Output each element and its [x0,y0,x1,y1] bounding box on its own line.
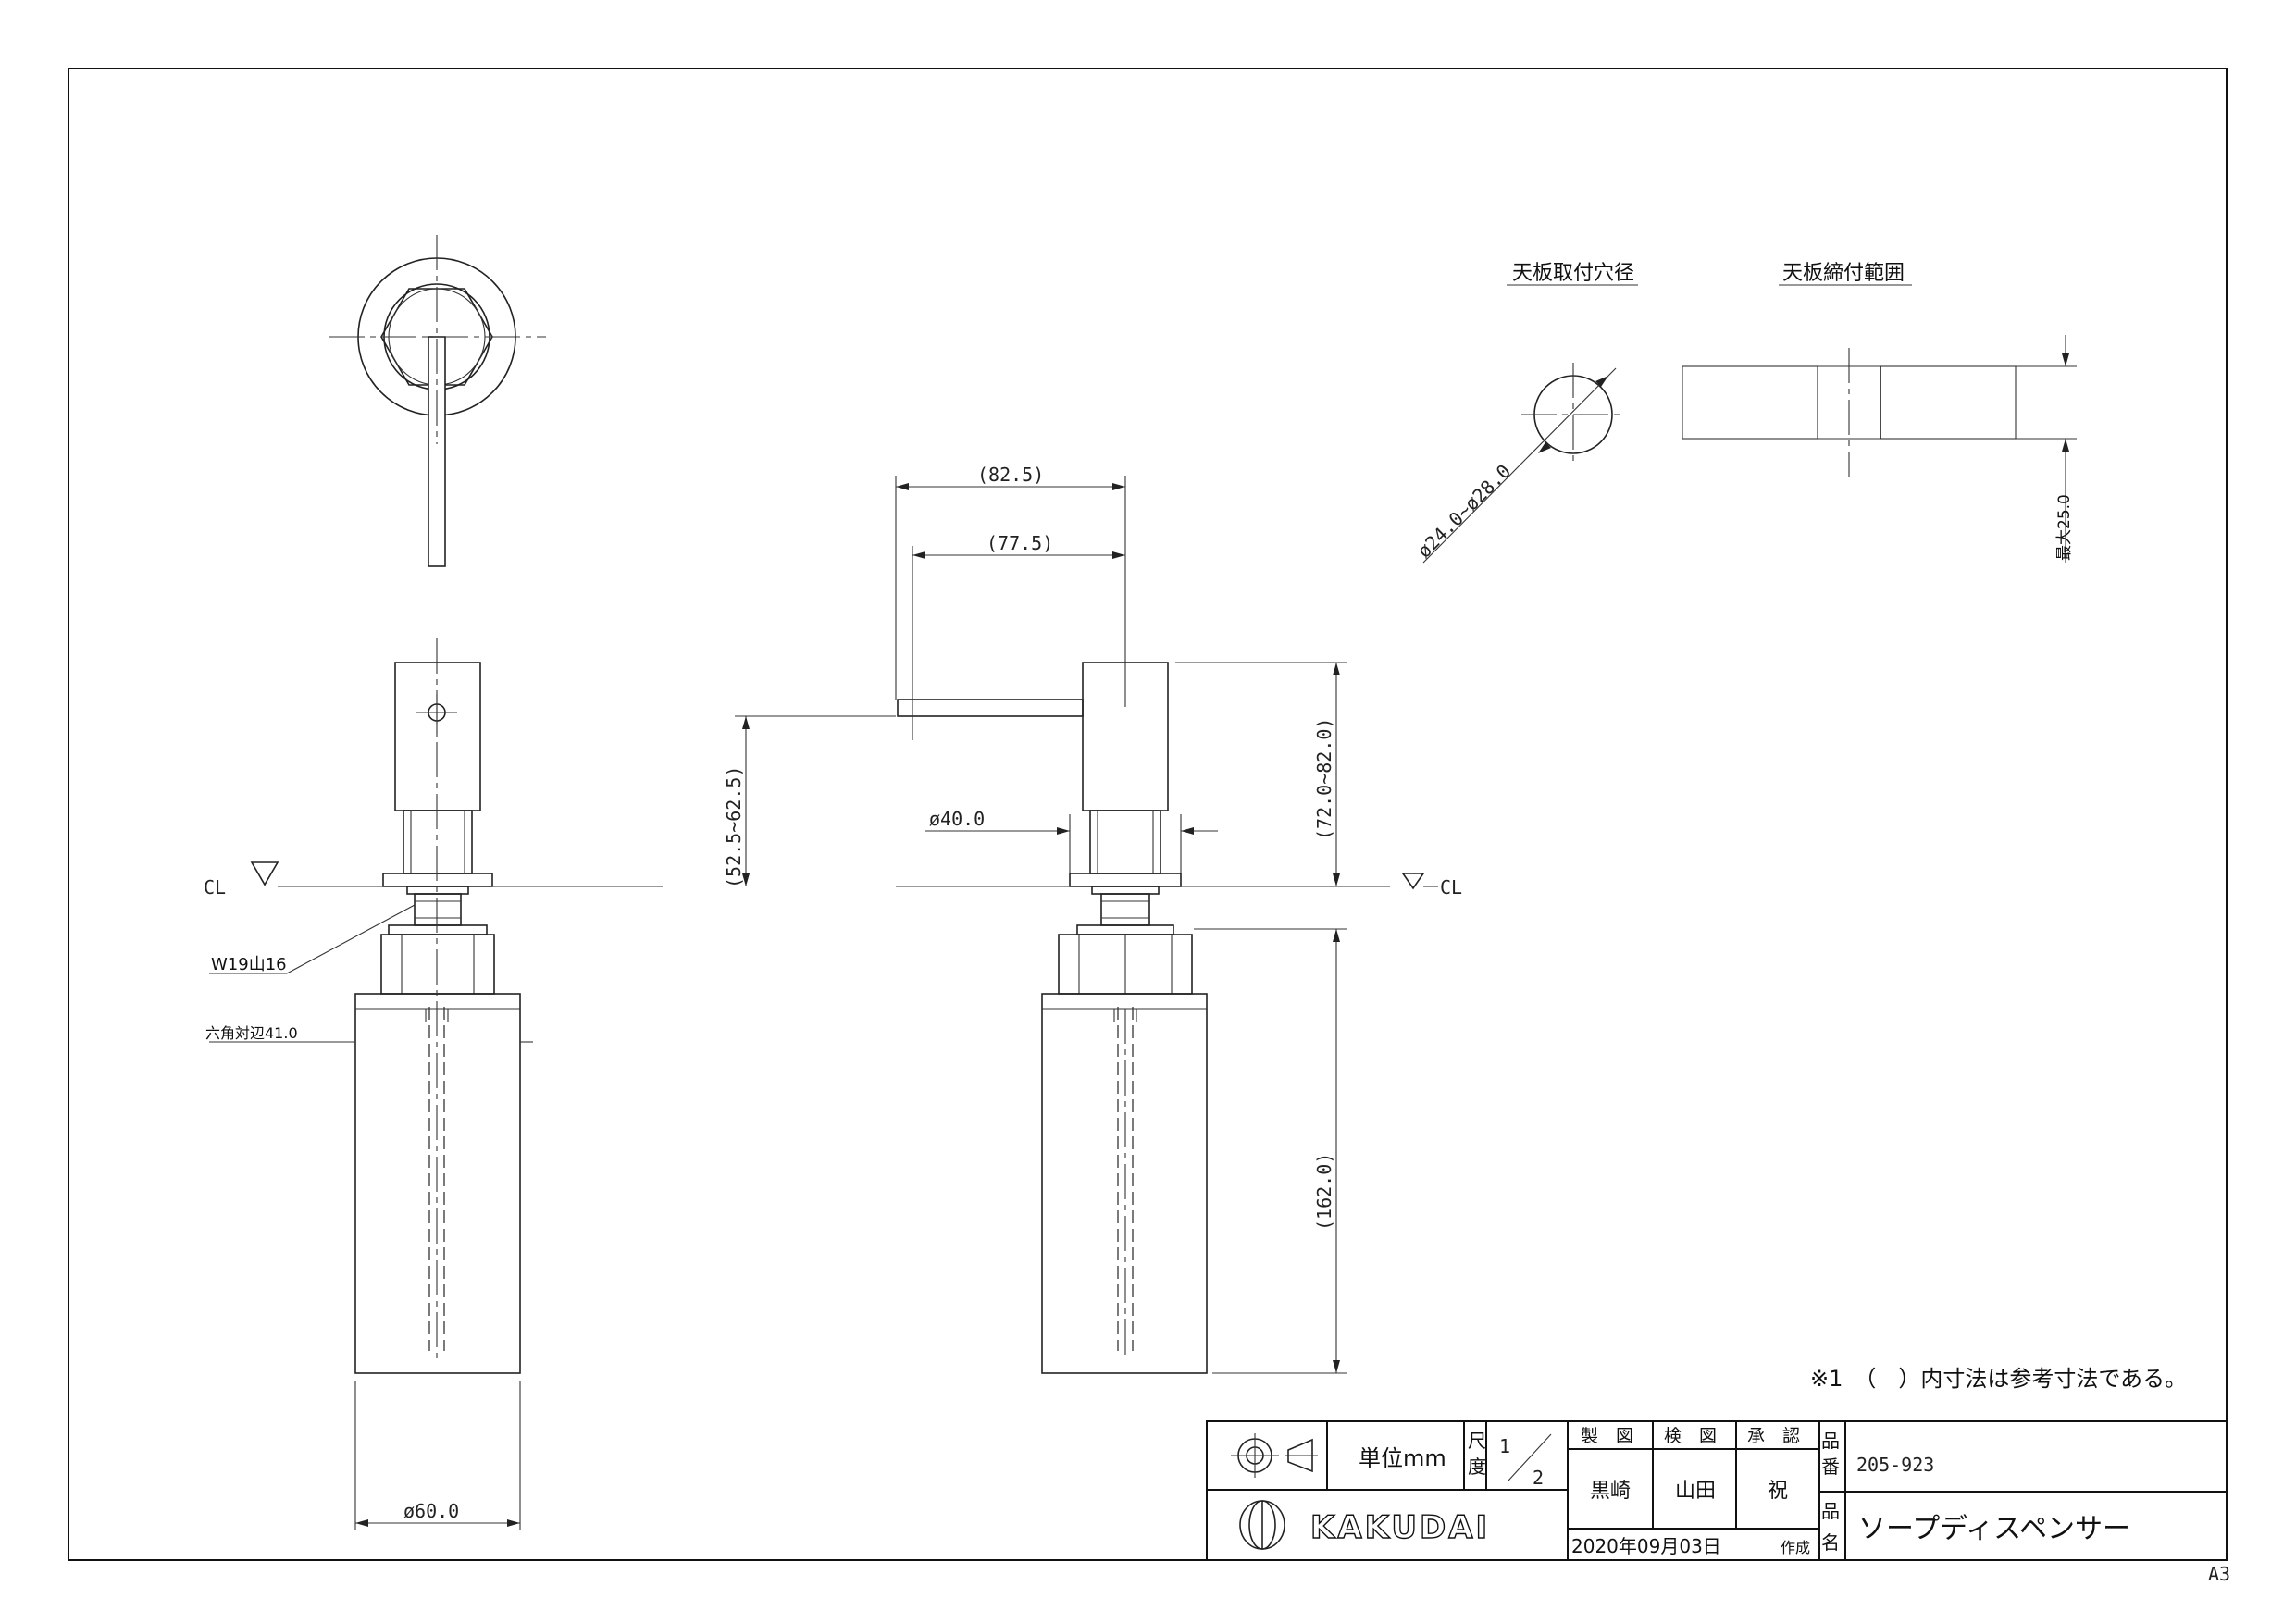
hole-diameter-dim: ø24.0~ø28.0 [1413,460,1516,563]
approved-header: 承 認 [1747,1426,1800,1446]
part-number-label-2: 番 [1821,1456,1840,1478]
scale-label-2: 度 [1468,1456,1486,1478]
top-view [329,235,546,567]
hex-note: 六角対辺41.0 [205,1024,298,1042]
drawn-header: 製 図 [1581,1426,1633,1446]
spout-outer-dim: (82.5) [977,464,1044,486]
bottle-length-dim: (162.0) [1313,1153,1335,1231]
kakudai-logo-icon [1239,1500,1285,1550]
checked-header: 検 図 [1664,1426,1717,1446]
bottle-diameter-dim: ø60.0 [403,1500,459,1522]
spout-height-dim: (52.5~62.5) [723,766,745,888]
part-name: ソープディスペンサー [1858,1513,2130,1545]
creation-date: 2020年09月03日 [1571,1535,1721,1557]
part-name-label-1: 品 [1821,1500,1840,1522]
hole-detail [1422,284,1912,564]
counter-section [1682,335,2077,563]
approved-by: 祝 [1768,1480,1788,1503]
brand-name: KAKUDAI [1310,1509,1490,1546]
front-view [209,638,663,1530]
scale-numerator: 1 [1499,1435,1510,1457]
cl-label-left: CL [204,876,226,898]
projection-symbol-icon [1231,1433,1318,1478]
cl-label-right: CL [1440,876,1462,898]
body-diameter-dim: ø40.0 [929,808,985,830]
drawing-frame [68,68,2228,1561]
drawn-by: 黒崎 [1590,1480,1631,1503]
sheet-size: A3 [2208,1563,2230,1585]
part-name-label-2: 名 [1821,1531,1840,1554]
part-number-label-1: 品 [1821,1430,1840,1452]
unit-label: 単位mm [1359,1445,1446,1471]
title-block [1206,1420,2228,1561]
part-number: 205-923 [1856,1454,1934,1476]
mounting-hole-title: 天板取付穴径 [1512,262,1634,285]
spout-inner-dim: (77.5) [987,532,1053,554]
thread-note: W19山16 [211,955,287,974]
counter-range-title: 天板締付範囲 [1782,262,1905,285]
scale-label-1: 尺 [1468,1430,1486,1452]
checked-by: 山田 [1675,1480,1716,1503]
max-thickness-dim: 最大25.0 [2055,494,2074,561]
side-view [735,476,1438,1374]
reference-note: ※1 （ ）内寸法は参考寸法である。 [1810,1366,2187,1392]
head-height-dim: (72.0~82.0) [1313,718,1335,840]
scale-denominator: 2 [1533,1467,1544,1489]
created-label: 作成 [1781,1539,1810,1556]
